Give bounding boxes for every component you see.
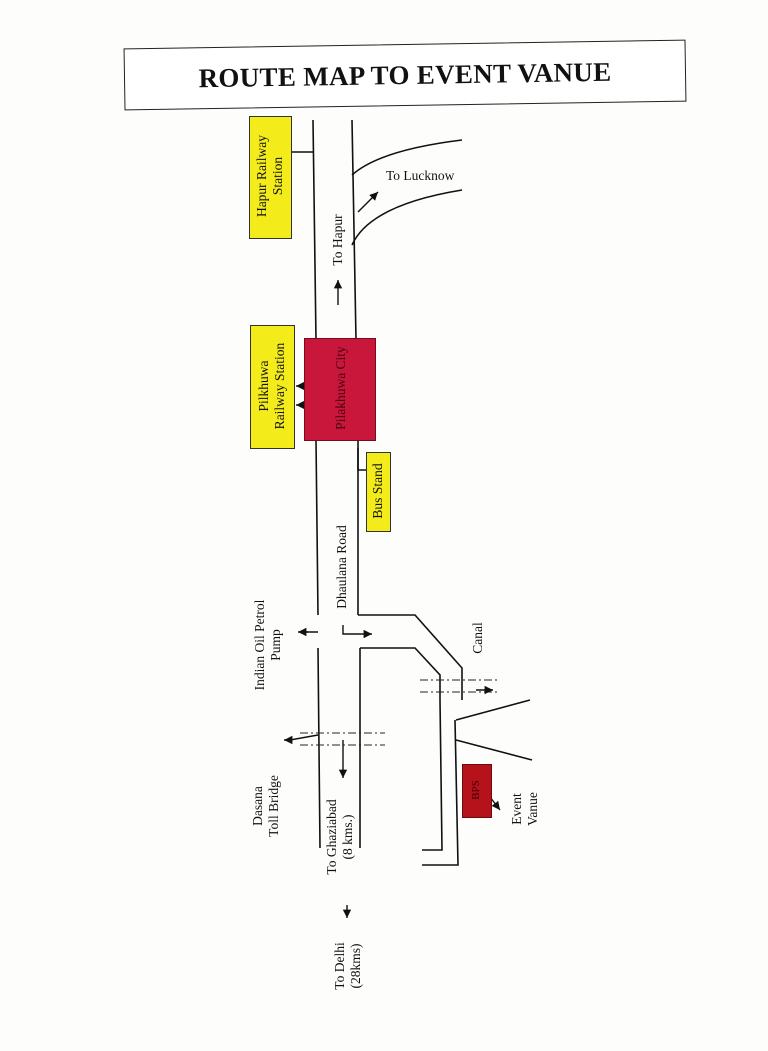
venue-marker-label: BPS — [470, 780, 482, 800]
to-ghaziabad-label: To Ghaziabad(8 kms.) — [324, 799, 355, 875]
pilkhuwa-city-label: Pilakhuwa City — [333, 346, 348, 430]
bus-stand-box — [366, 452, 391, 532]
bus-stand-connector — [357, 448, 366, 471]
right-branch-lower — [455, 739, 533, 761]
canal-label: Canal — [470, 622, 485, 654]
venue-road-right — [422, 719, 459, 866]
hapur-railway-station-box — [249, 116, 292, 239]
arrow-dasana — [284, 734, 319, 745]
lucknow-road-lower — [351, 189, 463, 246]
venue-marker-box — [462, 764, 492, 818]
dhaulana-road-label: Dhaulana Road — [334, 525, 349, 609]
pilkhuwa-railway-station-box — [250, 325, 295, 449]
pilkhuwa-city-box — [304, 338, 376, 441]
to-delhi-label: To Delhi(28kms) — [332, 942, 363, 990]
main-road-right-edge — [351, 119, 361, 848]
bus-stand-label: Bus Stand — [370, 463, 385, 519]
right-branch-upper — [455, 699, 531, 721]
lucknow-road-upper — [351, 139, 463, 176]
to-lucknow-label: To Lucknow — [386, 168, 455, 183]
dhaulana-road-upper — [358, 614, 463, 700]
venue-road — [422, 699, 443, 851]
main-road-left-edge — [312, 119, 321, 849]
dhaulana-road-lower — [360, 647, 441, 700]
to-hapur-label: To Hapur — [330, 214, 345, 266]
arrow-dhaulana — [342, 625, 372, 639]
arrow-lucknow — [357, 191, 379, 213]
